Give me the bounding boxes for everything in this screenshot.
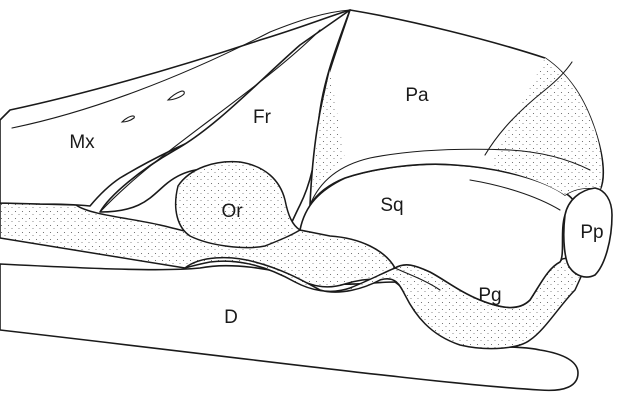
label-pa: Pa xyxy=(405,85,429,106)
label-mx: Mx xyxy=(69,132,95,153)
label-d: D xyxy=(224,307,238,328)
label-fr: Fr xyxy=(253,107,272,128)
label-pp: Pp xyxy=(580,222,603,243)
label-pg: Pg xyxy=(478,285,501,306)
label-or: Or xyxy=(221,201,243,222)
label-sq: Sq xyxy=(380,195,403,216)
